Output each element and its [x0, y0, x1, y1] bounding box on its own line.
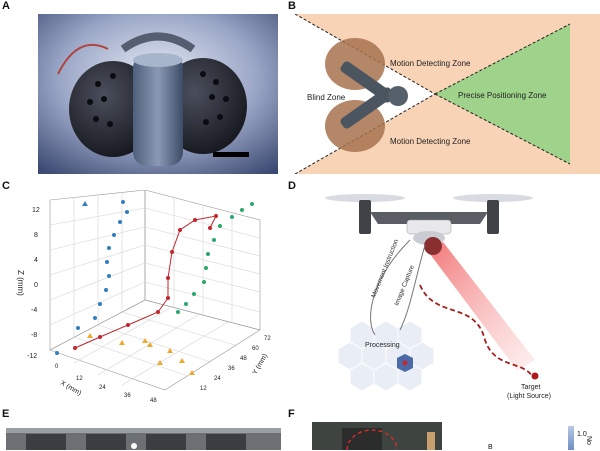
y-tick: 60 — [252, 346, 259, 352]
sensor-device — [340, 61, 408, 129]
panel-letter-d: D — [288, 180, 296, 192]
colorbar — [568, 426, 574, 450]
z-tick: 12 — [32, 207, 40, 214]
light-beam — [427, 242, 535, 370]
panel-letter-e: E — [2, 408, 10, 420]
target-light-icon — [531, 372, 539, 380]
panel-letter-f: F — [288, 408, 295, 420]
target-label: Target — [521, 384, 541, 391]
panel-letter-a: A — [2, 0, 10, 12]
y-tick: 36 — [228, 366, 235, 372]
y-tick: 72 — [264, 336, 271, 342]
colorbar-small-label: B — [488, 444, 493, 451]
panel-letter-b: B — [288, 0, 296, 12]
precise-zone-label: Precise Positioning Zone — [458, 91, 547, 100]
scene-photo-f — [312, 422, 442, 450]
series-orange-points — [87, 333, 195, 375]
y-tick: 48 — [240, 356, 247, 362]
y-axis-label: Y (mm) — [252, 353, 269, 376]
z-tick: -8 — [31, 332, 37, 339]
z-tick: 0 — [34, 282, 38, 289]
x-tick: 0 — [55, 364, 59, 370]
z-tick: -12 — [27, 353, 37, 360]
trajectory-3d-plot: 12 8 4 0 -4 -8 -12 Z (mm) 0 12 24 36 48 … — [16, 190, 271, 404]
motion-zone-top-label: Motion Detecting Zone — [390, 59, 471, 68]
z-tick: 8 — [34, 232, 38, 239]
scene-photo-e — [6, 428, 281, 450]
x-tick: 36 — [124, 393, 131, 399]
device-photo — [38, 14, 278, 174]
motion-zone-bottom-label: Motion Detecting Zone — [390, 137, 471, 146]
z-tick: 4 — [34, 257, 38, 264]
plot-gridlines — [49, 190, 261, 391]
colorbar-max-label: 1.0 — [577, 431, 587, 438]
target-sublabel: (Light Source) — [507, 393, 551, 400]
drone-icon — [325, 194, 533, 255]
series-red-points — [73, 214, 218, 350]
movement-instruction-label: Movement Instruction — [370, 238, 400, 299]
series-green-points — [176, 202, 254, 314]
x-axis-label: X (mm) — [59, 380, 82, 398]
series-blue-points — [55, 200, 129, 355]
image-capture-label: Image Capture — [393, 264, 416, 307]
y-tick: 24 — [214, 376, 221, 382]
blind-zone-label: Blind Zone — [307, 93, 346, 102]
z-tick: -4 — [31, 307, 37, 314]
y-tick: 12 — [200, 386, 207, 392]
zone-diagram: Motion Detecting Zone Blind Zone Precise… — [295, 14, 600, 174]
flight-path — [419, 284, 534, 379]
processing-hex-grid — [337, 320, 435, 392]
drone-diagram: Movement Instruction Image Capture Proce… — [325, 194, 551, 400]
z-axis-label: Z (mm) — [16, 270, 25, 296]
panel-letter-c: C — [2, 180, 10, 192]
x-tick: 24 — [99, 385, 106, 391]
x-tick: 12 — [76, 376, 83, 382]
colorbar-side-label: No — [585, 436, 592, 445]
precise-zone-region — [435, 24, 570, 164]
processing-label: Processing — [365, 342, 400, 349]
x-tick: 48 — [150, 398, 157, 404]
